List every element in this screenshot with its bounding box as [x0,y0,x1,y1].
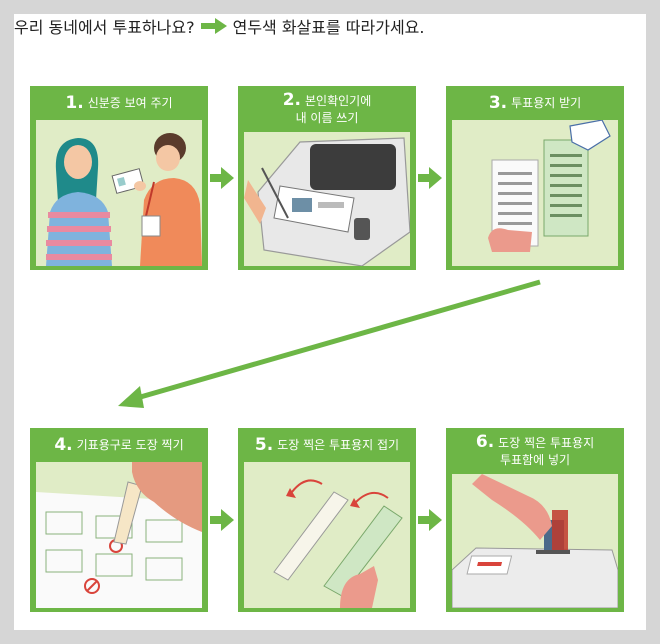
ballot-slot [536,550,570,554]
step-1-label: 신분증 보여 주기 [87,95,173,110]
receiving-hand [488,228,532,252]
name-badge [141,215,161,237]
step-6-label-line1: 도장 찍은 투표용지 [498,435,595,450]
signature-pad [273,185,355,233]
hand-holding-stamp [132,462,202,532]
title-question: 우리 동네에서 투표하나요? [14,18,195,37]
step-6-label-line2: 투표함에 넣기 [499,452,571,467]
step-2-label-line1: 본인확인기에 [305,93,372,108]
right-arrow-icon [210,509,234,531]
step-2-number: 2. [282,89,302,110]
step-4-label: 기표용구로 도장 찍기 [76,437,184,452]
writing-hand [244,180,266,224]
step-5-header: 5. 도장 찍은 투표용지 접기 [238,428,416,462]
step-1-card: 1. 신분증 보여 주기 [30,86,208,270]
fingerprint-reader [354,218,370,240]
step-2-label-line2: 내 이름 쓰기 [295,110,359,125]
step-1-header: 1. 신분증 보여 주기 [30,86,208,120]
step-1-number: 1. [65,92,84,113]
step-4-header: 4. 기표용구로 도장 찍기 [30,428,208,462]
step-5-card: 5. 도장 찍은 투표용지 접기 [238,428,416,612]
step-6-card: 6.도장 찍은 투표용지 투표함에 넣기 [446,428,624,612]
step-2-card: 2.본인확인기에 내 이름 쓰기 [238,86,416,270]
folded-ballot-green [323,505,403,597]
folded-ballot [273,491,349,581]
device-screen [310,144,396,190]
folding-hand [340,566,378,608]
title-answer: 연두색 화살표를 따라가세요. [232,18,425,37]
step-6-header: 6.도장 찍은 투표용지 투표함에 넣기 [446,428,624,474]
diagonal-arrow-icon [118,279,541,408]
fold-arrow [355,491,389,503]
inserting-hand [472,474,552,540]
step-4-number: 4. [54,434,73,455]
page-title: 우리 동네에서 투표하나요? 연두색 화살표를 따라가세요. [14,14,425,38]
right-arrow-icon [210,167,234,189]
step-3-illustration [452,120,618,266]
right-arrow-icon [200,18,227,34]
step-2-illustration [244,132,410,266]
step-3-number: 3. [488,92,508,113]
right-arrow-icon [418,509,442,531]
step-1-illustration [36,120,202,266]
fold-arrow [291,479,323,493]
step-4-illustration [36,462,202,608]
stamp-mark [84,578,100,594]
gloved-hand [569,120,611,151]
step-4-card: 4. 기표용구로 도장 찍기 [30,428,208,612]
step-6-number: 6. [475,431,495,452]
right-arrow-icon [418,167,442,189]
step-2-header: 2.본인확인기에 내 이름 쓰기 [238,86,416,132]
ballot-sheet [36,492,202,608]
man-shirt [140,178,202,266]
woman-face [64,145,92,179]
step-5-illustration [244,462,410,608]
step-3-label: 투표용지 받기 [511,95,582,110]
step-5-number: 5. [254,434,274,455]
step-3-card: 3. 투표용지 받기 [446,86,624,270]
step-6-illustration [452,474,618,608]
step-5-label: 도장 찍은 투표용지 접기 [277,437,400,452]
man-face [156,145,180,171]
step-3-header: 3. 투표용지 받기 [446,86,624,120]
